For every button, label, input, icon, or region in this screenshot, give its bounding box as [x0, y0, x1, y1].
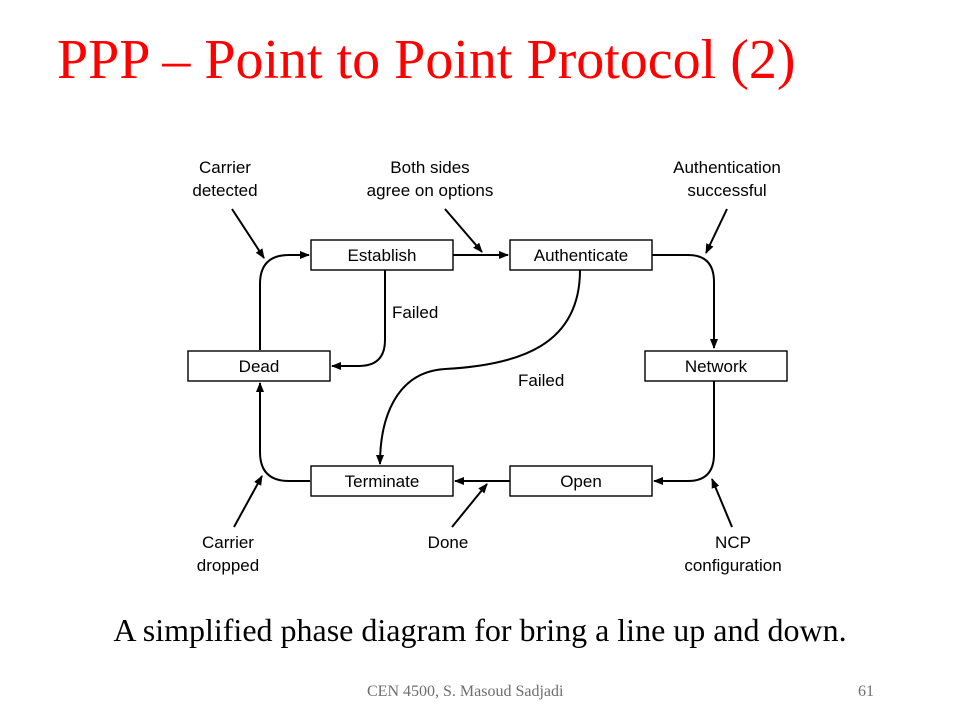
pointer-carrier-dropped [233, 475, 263, 528]
state-terminate-label: Terminate [345, 472, 420, 491]
state-open: Open [509, 465, 653, 497]
pointer-authentication-successful [705, 208, 728, 254]
pointer-done [451, 483, 488, 528]
event-labels: Carrier detected Both sides agree on opt… [192, 158, 781, 575]
slide-title: PPP – Point to Point Protocol (2) [57, 29, 796, 91]
transition-edges [256, 251, 718, 485]
event-carrier-detected-line1: Carrier [199, 158, 251, 177]
event-done: Done [428, 533, 469, 552]
state-dead: Dead [187, 350, 331, 382]
edge-establish-failed-to-dead [331, 270, 386, 370]
event-authentication-successful-line2: successful [687, 181, 766, 200]
event-both-sides-agree-line2: agree on options [367, 181, 494, 200]
state-establish: Establish [310, 239, 454, 271]
edge-terminate-to-dead [256, 382, 310, 482]
state-network-label: Network [685, 357, 748, 376]
footer-course-author: CEN 4500, S. Masoud Sadjadi [367, 683, 564, 700]
state-open-label: Open [560, 472, 602, 491]
event-carrier-detected-line2: detected [192, 181, 257, 200]
edge-authenticate-failed-to-terminate [376, 269, 581, 465]
pointer-ncp-configuration [711, 478, 733, 528]
state-establish-label: Establish [348, 246, 417, 265]
event-pointers [231, 208, 733, 528]
state-authenticate-label: Authenticate [534, 246, 629, 265]
event-authenticate-failed: Failed [518, 371, 564, 390]
pointer-carrier-detected [231, 208, 265, 259]
edge-network-to-open [653, 381, 715, 485]
page-number: 61 [858, 683, 874, 700]
event-carrier-dropped-line2: dropped [197, 556, 259, 575]
event-carrier-dropped-line1: Carrier [202, 533, 254, 552]
diagram-caption: A simplified phase diagram for bring a l… [113, 612, 847, 648]
state-dead-label: Dead [239, 357, 280, 376]
event-ncp-configuration-line2: configuration [684, 556, 781, 575]
event-both-sides-agree-line1: Both sides [390, 158, 469, 177]
event-establish-failed: Failed [392, 303, 438, 322]
state-authenticate: Authenticate [509, 239, 653, 271]
edge-dead-to-establish [259, 251, 310, 350]
edge-authenticate-to-network [652, 254, 718, 349]
event-ncp-configuration-line1: NCP [715, 533, 751, 552]
pointer-both-sides-agree [444, 208, 483, 253]
event-authentication-successful-line1: Authentication [673, 158, 781, 177]
state-terminate: Terminate [310, 465, 454, 497]
state-network: Network [644, 350, 788, 382]
